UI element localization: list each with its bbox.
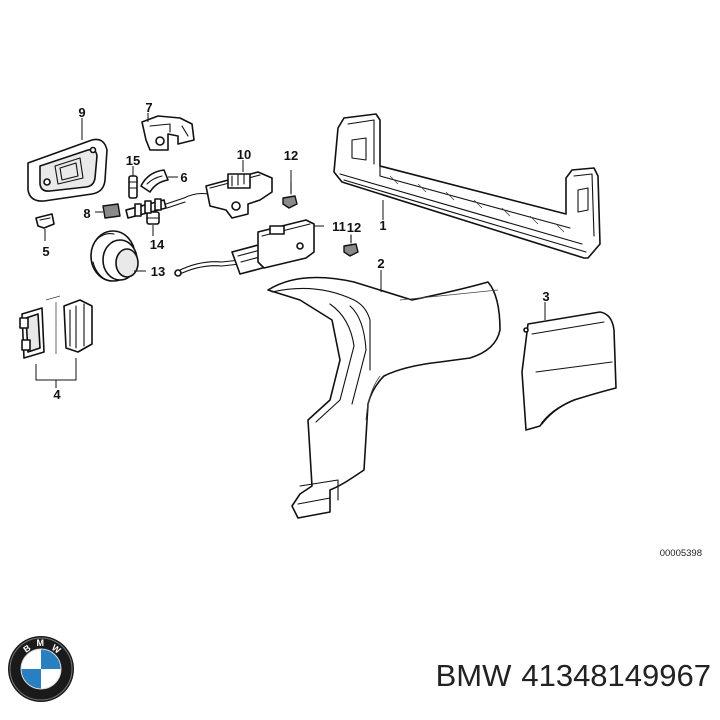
part-12-screw-lower <box>343 234 359 257</box>
brand-name: BMW <box>435 658 512 693</box>
drawing-id: 00005398 <box>660 548 702 559</box>
part-8-clip <box>102 203 121 219</box>
part-12-screw-top <box>282 181 298 209</box>
part-11-actuator-rod <box>174 219 315 277</box>
callout-9: 9 <box>78 105 85 120</box>
part-7-bracket <box>141 115 195 151</box>
part-5-clip <box>35 213 55 229</box>
callout-15: 15 <box>126 153 140 168</box>
part-2-quarter-panel <box>267 276 501 519</box>
part-6-cover <box>140 169 169 193</box>
callout-4: 4 <box>53 387 61 402</box>
part-13-boot <box>90 230 139 282</box>
callout-2: 2 <box>377 256 384 271</box>
part-3-rear-section <box>521 311 617 431</box>
callout-10: 10 <box>237 147 251 162</box>
svg-text:B: B <box>21 642 32 654</box>
pin-assembly <box>125 197 186 219</box>
part-number: 41348149967 <box>521 658 711 693</box>
callout-6: 6 <box>180 170 187 185</box>
part-15-pin <box>128 175 138 199</box>
callout-13: 13 <box>151 264 165 279</box>
callout-5: 5 <box>42 244 49 259</box>
callout-12-lower: 12 <box>347 220 361 235</box>
callout-14: 14 <box>150 237 165 252</box>
part-caption: BMW 41348149967 <box>0 658 711 694</box>
callout-11: 11 <box>332 219 346 234</box>
bmw-logo: B M W <box>8 636 74 702</box>
callout-7: 7 <box>145 100 152 115</box>
part-1-side-panel <box>333 113 601 259</box>
svg-text:M: M <box>37 638 45 648</box>
part-10-actuator <box>183 171 273 219</box>
part-9-filler-housing <box>27 138 108 202</box>
callout-8: 8 <box>83 206 90 221</box>
callout-3: 3 <box>542 289 549 304</box>
callout-12-top: 12 <box>284 148 298 163</box>
part-4-lock-housing <box>19 295 93 359</box>
callout-1: 1 <box>379 218 386 233</box>
